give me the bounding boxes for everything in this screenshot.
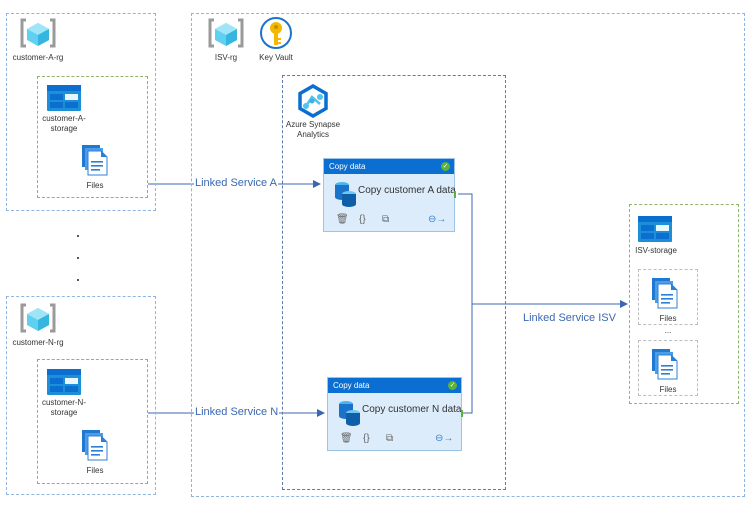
customer-n-storage-account	[37, 359, 148, 484]
files-icon	[82, 430, 108, 461]
isv-files-container	[638, 269, 698, 325]
customer-n-rg-label: customer-N-rg	[12, 338, 64, 347]
output-line-n	[462, 304, 473, 414]
customer-a-resource-group	[6, 13, 156, 211]
activity-header: Copy data ✓	[324, 159, 454, 174]
key-vault-icon	[260, 17, 292, 49]
key-vault-label: Key Vault	[259, 53, 293, 62]
customer-n-files-label: Files	[86, 466, 104, 475]
activity-type-label: Copy data	[333, 381, 370, 390]
storage-account-icon	[47, 369, 81, 395]
delete-icon[interactable]: 🗑	[336, 214, 349, 225]
customer-a-rg-label: customer-A-rg	[12, 53, 64, 62]
copy-icon[interactable]: ⧉	[386, 433, 394, 444]
success-output-port[interactable]	[461, 410, 463, 417]
success-output-port[interactable]	[454, 191, 456, 198]
linked-service-n-label: Linked Service N	[194, 406, 280, 419]
isv-files-label: Files	[659, 385, 677, 394]
ellipsis-dot	[77, 235, 79, 237]
delete-icon[interactable]: 🗑	[340, 433, 353, 444]
customer-n-resource-group	[6, 296, 156, 495]
customer-a-storage-label: customer-A- storage	[42, 114, 86, 133]
synapse-workspace	[282, 75, 506, 490]
files-icon	[82, 145, 108, 176]
isv-storage-account	[629, 204, 739, 404]
resource-group-icon	[20, 18, 56, 48]
resource-group-icon	[20, 303, 56, 333]
activity-header: Copy data ✓	[328, 378, 461, 393]
add-output-icon[interactable]: ⊖→	[428, 214, 447, 225]
customer-a-storage-account	[37, 76, 148, 198]
isv-files-ellipsis: ...	[664, 326, 672, 335]
copy-activity-a[interactable]: Copy data ✓ Copy customer A data 🗑 {} ⧉ …	[323, 158, 456, 232]
ellipsis-dot	[77, 279, 79, 281]
files-icon	[652, 349, 678, 380]
activity-name: Copy customer A data	[358, 185, 456, 196]
synapse-analytics-icon	[298, 84, 328, 118]
copy-icon[interactable]: ⧉	[382, 214, 390, 225]
isv-files-container	[638, 340, 698, 396]
isv-resource-group	[191, 13, 745, 497]
customer-a-files-label: Files	[86, 181, 104, 190]
success-check-icon: ✓	[448, 381, 457, 390]
files-icon	[652, 278, 678, 309]
storage-account-icon	[638, 216, 672, 242]
isv-storage-label: ISV-storage	[635, 246, 677, 255]
database-icon	[335, 182, 356, 207]
ellipsis-dot	[77, 257, 79, 259]
success-check-icon: ✓	[441, 162, 450, 171]
linked-service-a-label: Linked Service A	[194, 177, 278, 190]
add-output-icon[interactable]: ⊖→	[435, 433, 454, 444]
output-line-a	[458, 193, 473, 304]
linked-service-isv-label: Linked Service ISV	[522, 312, 617, 325]
activity-name: Copy customer N data	[362, 404, 462, 415]
customer-n-storage-label: customer-N- storage	[41, 398, 86, 417]
database-icon	[339, 401, 360, 426]
code-icon[interactable]: {}	[363, 433, 370, 444]
resource-group-icon	[208, 18, 244, 48]
code-icon[interactable]: {}	[359, 214, 366, 225]
copy-activity-n[interactable]: Copy data ✓ Copy customer N data 🗑 {} ⧉ …	[327, 377, 463, 451]
isv-files-label: Files	[659, 314, 677, 323]
activity-type-label: Copy data	[329, 162, 366, 171]
synapse-label: Azure Synapse Analytics	[285, 120, 341, 139]
isv-rg-label: ISV-rg	[214, 53, 238, 62]
storage-account-icon	[47, 85, 81, 111]
